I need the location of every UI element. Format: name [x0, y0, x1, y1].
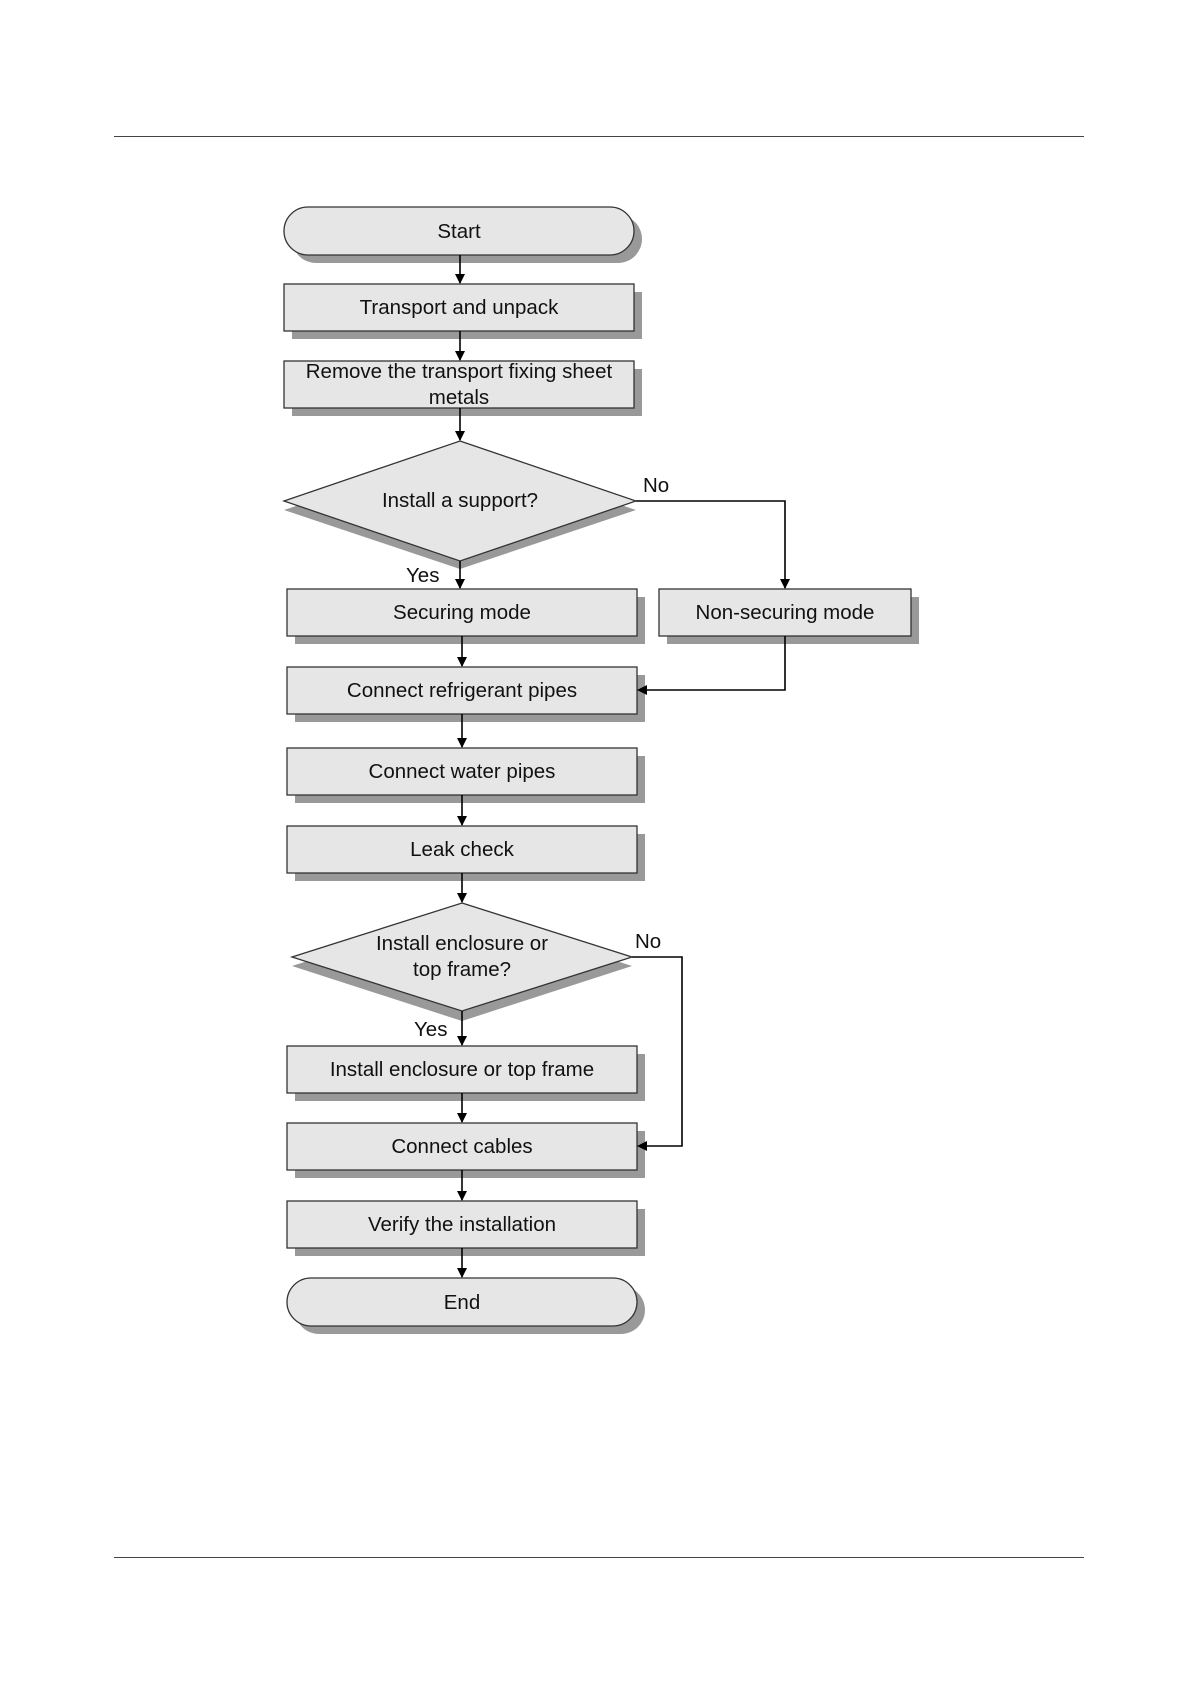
step-connect-cables: Connect cables [287, 1123, 645, 1178]
end-terminator: End [287, 1278, 645, 1334]
step-install-enclosure: Install enclosure or top frame [287, 1046, 645, 1101]
decision2-label-line1: Install enclosure or [376, 932, 548, 955]
decision2-no-label: No [635, 930, 661, 953]
step-non-securing-label: Non-securing mode [696, 601, 875, 624]
step-verify-installation: Verify the installation [287, 1201, 645, 1256]
step-non-securing-mode: Non-securing mode [659, 589, 919, 644]
edge-decision2-cables [632, 957, 682, 1146]
step-transport: Transport and unpack [284, 284, 642, 339]
step-install-enclosure-label: Install enclosure or top frame [330, 1058, 594, 1081]
decision-install-support-label: Install a support? [382, 489, 538, 512]
end-label: End [444, 1291, 480, 1314]
step-transport-label: Transport and unpack [360, 296, 559, 319]
start-terminator: Start [284, 207, 642, 263]
step-remove-label-line2: metals [429, 386, 489, 409]
step-refrigerant-label: Connect refrigerant pipes [347, 679, 577, 702]
step-cables-label: Connect cables [391, 1135, 532, 1158]
start-label: Start [437, 220, 481, 243]
step-securing-label: Securing mode [393, 601, 531, 624]
decision1-yes-label: Yes [406, 564, 439, 587]
step-verify-label: Verify the installation [368, 1213, 556, 1236]
decision2-yes-label: Yes [414, 1018, 447, 1041]
step-water-pipes: Connect water pipes [287, 748, 645, 803]
decision1-no-label: No [643, 474, 669, 497]
step-remove-label-line1: Remove the transport fixing sheet [306, 360, 613, 383]
step-remove-sheet-metals: Remove the transport fixing sheet metals [284, 360, 642, 416]
step-water-label: Connect water pipes [369, 760, 556, 783]
decision-install-enclosure: Install enclosure or top frame? [292, 903, 632, 1021]
edge-non-securing-refrigerant [638, 636, 785, 690]
step-leak-label: Leak check [410, 838, 514, 861]
edge-decision1-non-securing [636, 501, 785, 588]
step-leak-check: Leak check [287, 826, 645, 881]
decision2-label-line2: top frame? [413, 958, 511, 981]
decision-install-support: Install a support? [284, 441, 636, 569]
step-refrigerant-pipes: Connect refrigerant pipes [287, 667, 645, 722]
step-securing-mode: Securing mode [287, 589, 645, 644]
